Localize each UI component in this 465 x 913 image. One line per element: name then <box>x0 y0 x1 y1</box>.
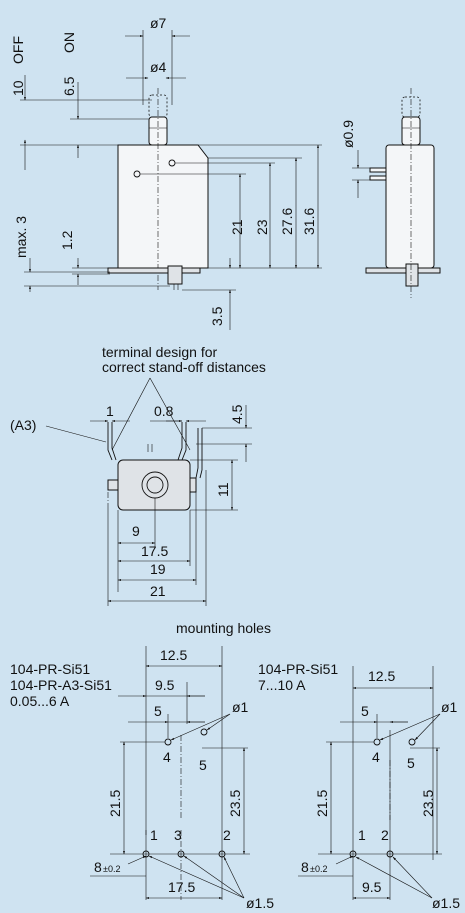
left-d17-5: 17.5 <box>168 879 195 895</box>
left-dia1: ø1 <box>232 699 249 715</box>
dim-t11: 11 <box>215 482 231 497</box>
label-a3: (A3) <box>10 417 36 433</box>
left-dia1-5: ø1.5 <box>246 895 274 911</box>
left-d12-5: 12.5 <box>160 647 187 663</box>
dim-max3: max. 3 <box>13 216 29 258</box>
right-model: 104-PR-Si51 <box>258 661 338 677</box>
terminal-view: terminal design for correct stand-off di… <box>10 344 266 606</box>
right-tol: ±0.2 <box>310 864 327 874</box>
right-dia1-5: ø1.5 <box>432 895 460 911</box>
left-d23-5: 23.5 <box>227 790 243 817</box>
left-d9-5: 9.5 <box>155 677 175 693</box>
left-d21-5: 21.5 <box>107 790 123 817</box>
right-d21-5: 21.5 <box>314 790 330 817</box>
right-pin5: 5 <box>407 755 415 771</box>
caption-line-1: terminal design for <box>102 344 218 360</box>
mounting-title: mounting holes <box>176 620 271 636</box>
dim-t19: 19 <box>150 561 166 577</box>
side-view: OFF ON 10 6.5 ø7 ø4 <box>10 15 322 330</box>
right-pin4: 4 <box>372 749 380 765</box>
left-pin4: 4 <box>163 749 171 765</box>
dim-31-6: 31.6 <box>301 208 317 235</box>
label-off: OFF <box>10 36 26 64</box>
right-d9-5: 9.5 <box>362 879 382 895</box>
caption-line-2: correct stand-off distances <box>102 359 266 375</box>
dim-6-5: 6.5 <box>61 76 77 96</box>
dim-27-6: 27.6 <box>279 208 295 235</box>
right-dia1: ø1 <box>441 699 458 715</box>
dim-3-5: 3.5 <box>209 306 225 326</box>
right-d23-5: 23.5 <box>420 790 436 817</box>
dim-t4-5: 4.5 <box>229 404 245 424</box>
dim-1-2: 1.2 <box>59 230 75 250</box>
dim-21: 21 <box>229 219 245 235</box>
dim-t21: 21 <box>150 583 166 599</box>
left-pin5: 5 <box>199 757 207 773</box>
dim-t17-5: 17.5 <box>141 543 168 559</box>
mounting-left: 104-PR-Si51 104-PR-A3-Si51 0.05...6 A 12… <box>10 646 274 911</box>
dim-dia4: ø4 <box>150 59 167 75</box>
left-pin2: 2 <box>223 827 231 843</box>
terminal-body <box>117 459 191 511</box>
left-range: 0.05...6 A <box>10 693 70 709</box>
right-range: 7...10 A <box>258 677 306 693</box>
dim-t1: 1 <box>106 403 114 419</box>
left-d5: 5 <box>154 703 162 719</box>
right-d8: 8 <box>301 859 309 875</box>
left-tol: ±0.2 <box>103 864 120 874</box>
right-pin1: 1 <box>358 827 366 843</box>
left-model-2: 104-PR-A3-Si51 <box>10 677 112 693</box>
left-model-1: 104-PR-Si51 <box>10 661 90 677</box>
left-d8: 8 <box>94 859 102 875</box>
dim-t9: 9 <box>132 523 140 539</box>
mounting-right: 104-PR-Si51 7...10 A 12.5 5 4 5 ø1 21.5 … <box>258 661 460 911</box>
end-view: ø0.9 <box>340 88 441 298</box>
label-on: ON <box>61 32 77 53</box>
dim-dia0-9: ø0.9 <box>340 120 356 148</box>
left-pin3: 3 <box>174 827 182 843</box>
breaker-body <box>117 144 209 269</box>
dim-23: 23 <box>254 219 270 235</box>
dim-10: 10 <box>10 80 26 96</box>
dim-dia7: ø7 <box>150 15 167 31</box>
right-d12-5: 12.5 <box>368 668 395 684</box>
dim-t0-8: 0.8 <box>154 403 174 419</box>
right-d5: 5 <box>361 703 369 719</box>
right-pin2: 2 <box>381 827 389 843</box>
left-pin1: 1 <box>150 827 158 843</box>
